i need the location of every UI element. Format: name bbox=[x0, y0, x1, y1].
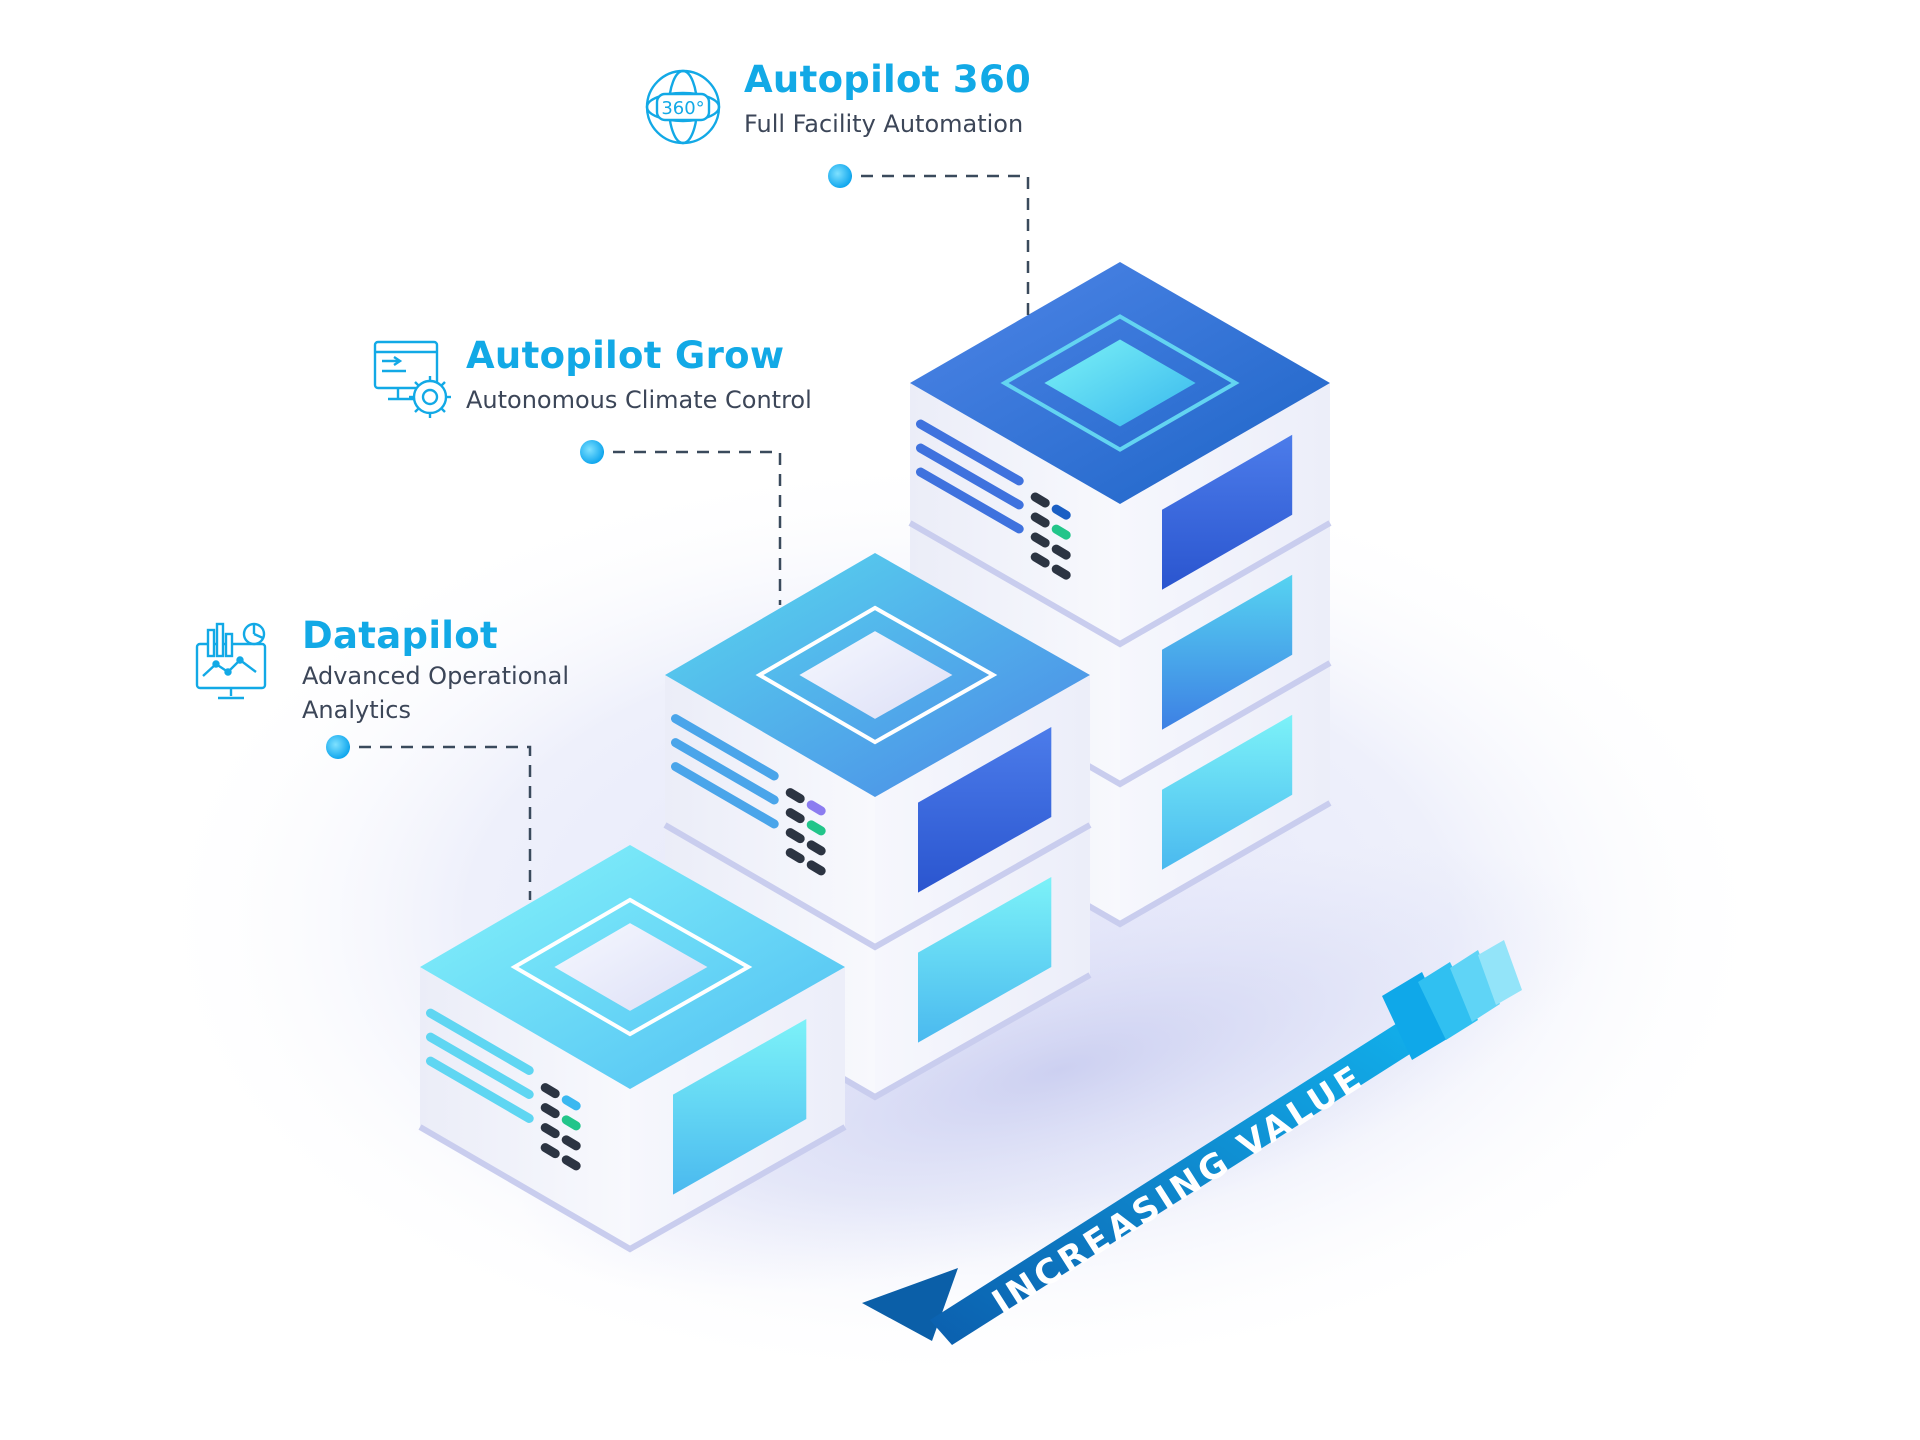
cube-indicator-light bbox=[561, 1135, 581, 1151]
cube-indicator-light bbox=[806, 860, 826, 876]
cube-stack bbox=[418, 262, 1332, 1253]
tier-title: Autopilot Grow bbox=[466, 334, 785, 377]
tier-label-autopilot-grow: Autopilot Grow Autonomous Climate Contro… bbox=[466, 334, 812, 416]
svg-text:360°: 360° bbox=[661, 98, 704, 119]
cube-top-ring bbox=[755, 605, 998, 745]
cube-vent-line bbox=[671, 738, 779, 805]
cube-slab-seam bbox=[908, 520, 1332, 648]
analytics-dashboard-icon bbox=[194, 622, 268, 702]
cube-vent-line bbox=[916, 467, 1024, 534]
cube-indicator-light bbox=[785, 828, 805, 844]
cube-indicator-light bbox=[1051, 564, 1071, 580]
connector-datapilot bbox=[338, 745, 532, 900]
chevron-2 bbox=[1418, 962, 1478, 1040]
tier-label-datapilot: Datapilot Advanced Operational Analytics bbox=[302, 614, 569, 726]
connector-lines bbox=[338, 174, 1030, 900]
cube-indicator-light bbox=[1051, 524, 1071, 540]
globe-360-icon: 360° bbox=[643, 67, 723, 147]
chevron-4 bbox=[1478, 940, 1522, 1005]
cube-indicator-light bbox=[1030, 532, 1050, 548]
cube-vent-line bbox=[426, 1056, 534, 1123]
cube-vent-line bbox=[426, 1032, 534, 1099]
cube-side-panel bbox=[1162, 574, 1293, 730]
cube-indicator-light bbox=[1030, 552, 1050, 568]
monitor-gear-icon bbox=[372, 339, 458, 421]
cube-indicator-light bbox=[1030, 512, 1050, 528]
cube-slab-seam bbox=[663, 822, 1092, 951]
cube-shadow bbox=[519, 845, 1601, 1295]
cube-vent-line bbox=[671, 762, 779, 829]
cube-autopilot-360 bbox=[908, 262, 1332, 928]
connector-dot-autopilot-360 bbox=[828, 164, 852, 188]
tier-subtitle: Full Facility Automation bbox=[744, 110, 1024, 138]
cube-indicator-light bbox=[1051, 544, 1071, 560]
chevron-1 bbox=[1382, 972, 1452, 1060]
cube-indicator-light bbox=[561, 1095, 581, 1111]
cube-indicator-light bbox=[806, 820, 826, 836]
cube-side-panel bbox=[1162, 434, 1293, 590]
cube-side-panel bbox=[918, 876, 1052, 1043]
ribbon-body bbox=[930, 1015, 1432, 1345]
cube-indicator-light bbox=[785, 848, 805, 864]
cube-indicator-light bbox=[540, 1103, 560, 1119]
cube-indicator-light bbox=[806, 800, 826, 816]
cube-bottom-edge bbox=[418, 1124, 847, 1253]
tier-subtitle-line-1: Advanced Operational bbox=[302, 662, 569, 690]
tier-title: Datapilot bbox=[302, 614, 498, 657]
tier-title: Autopilot 360 bbox=[744, 58, 1032, 101]
tier-subtitle: Autonomous Climate Control bbox=[466, 386, 812, 414]
cube-indicator-light bbox=[540, 1143, 560, 1159]
cube-top-inset bbox=[1044, 339, 1196, 427]
cube-datapilot bbox=[418, 845, 847, 1253]
cube-top-inset bbox=[799, 631, 953, 719]
cube-indicator-light bbox=[1051, 504, 1071, 520]
cube-vent-line bbox=[916, 419, 1024, 486]
cube-indicator-light bbox=[806, 840, 826, 856]
cube-top-ring bbox=[510, 897, 753, 1037]
cube-side-panel bbox=[673, 1018, 807, 1195]
cube-top-inset bbox=[554, 923, 708, 1011]
cube-indicator-light bbox=[1030, 492, 1050, 508]
cube-indicator-light bbox=[540, 1083, 560, 1099]
cube-vent-line bbox=[671, 714, 779, 781]
connector-dot-datapilot bbox=[326, 735, 350, 759]
cube-vent-line bbox=[426, 1008, 534, 1075]
cube-side-panel bbox=[918, 726, 1052, 893]
connector-autopilot-360 bbox=[840, 174, 1030, 320]
cube-top-ring bbox=[1000, 314, 1240, 452]
cube-indicator-light bbox=[561, 1155, 581, 1171]
cube-indicator-light bbox=[785, 788, 805, 804]
cube-vent-line bbox=[916, 443, 1024, 510]
cube-indicator-light bbox=[540, 1123, 560, 1139]
cube-indicator-light bbox=[561, 1115, 581, 1131]
connector-dot-autopilot-grow bbox=[580, 440, 604, 464]
cube-indicator-light bbox=[785, 808, 805, 824]
chevron-3 bbox=[1450, 950, 1500, 1022]
tier-label-autopilot-360: Autopilot 360 Full Facility Automation bbox=[744, 58, 1031, 140]
cube-side-panel bbox=[1162, 714, 1293, 870]
tier-subtitle-line-2: Analytics bbox=[302, 696, 411, 724]
